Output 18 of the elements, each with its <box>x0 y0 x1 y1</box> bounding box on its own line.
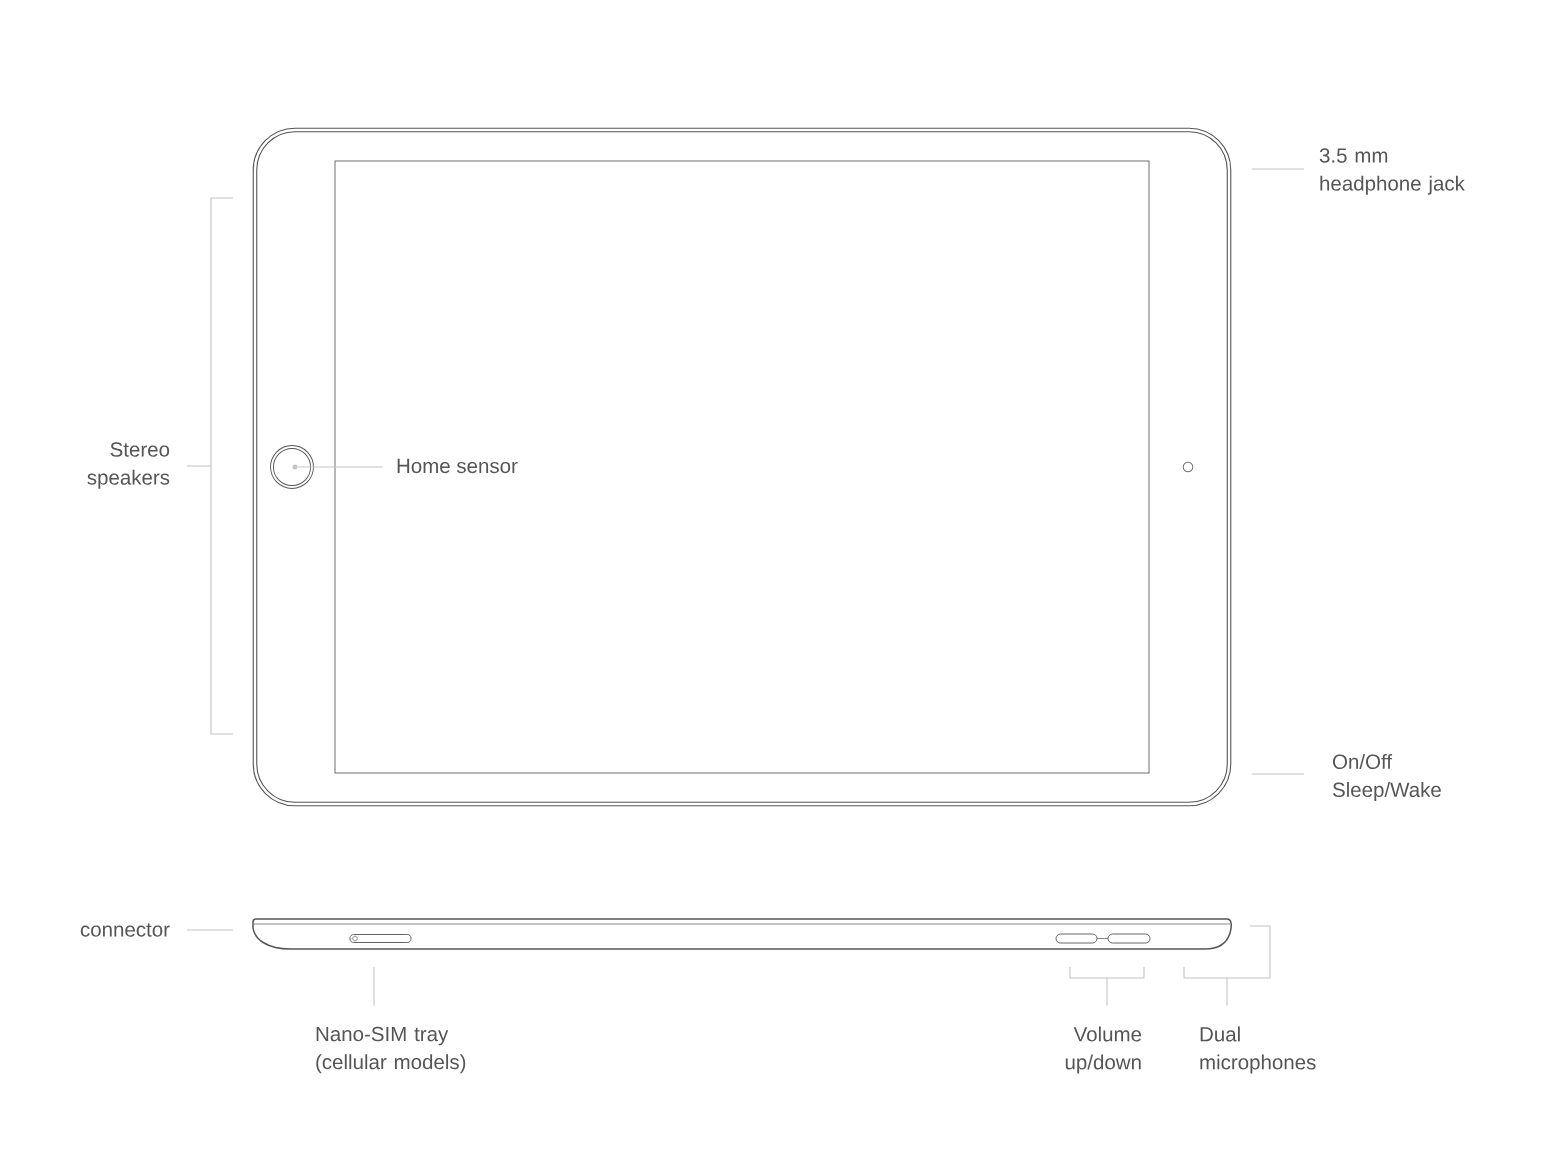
home-button <box>270 445 314 489</box>
callout-label: On/Off Sleep/Wake <box>1332 753 1441 802</box>
callout-label: Dual microphones <box>1200 1026 1316 1074</box>
bracket <box>210 197 234 735</box>
tablet-front-view <box>252 127 1232 807</box>
callout-label: Stereo speakers <box>87 442 170 489</box>
leader-line <box>186 465 212 467</box>
bracket <box>1069 966 1145 979</box>
callout-label: Nano-SIM tray (cellular models) <box>316 1026 466 1074</box>
tablet-side-view <box>252 918 1232 950</box>
callout-label: connector <box>80 923 170 937</box>
leader-line <box>373 966 375 1007</box>
callout-label: Volume up/down <box>1065 1026 1142 1074</box>
leader-line <box>1226 977 1228 1006</box>
callout-label: Home sensor <box>397 458 518 474</box>
bracket <box>1183 925 1271 979</box>
leader-line <box>1106 977 1108 1006</box>
callout-label: 3.5 mm headphone jack <box>1319 148 1465 195</box>
